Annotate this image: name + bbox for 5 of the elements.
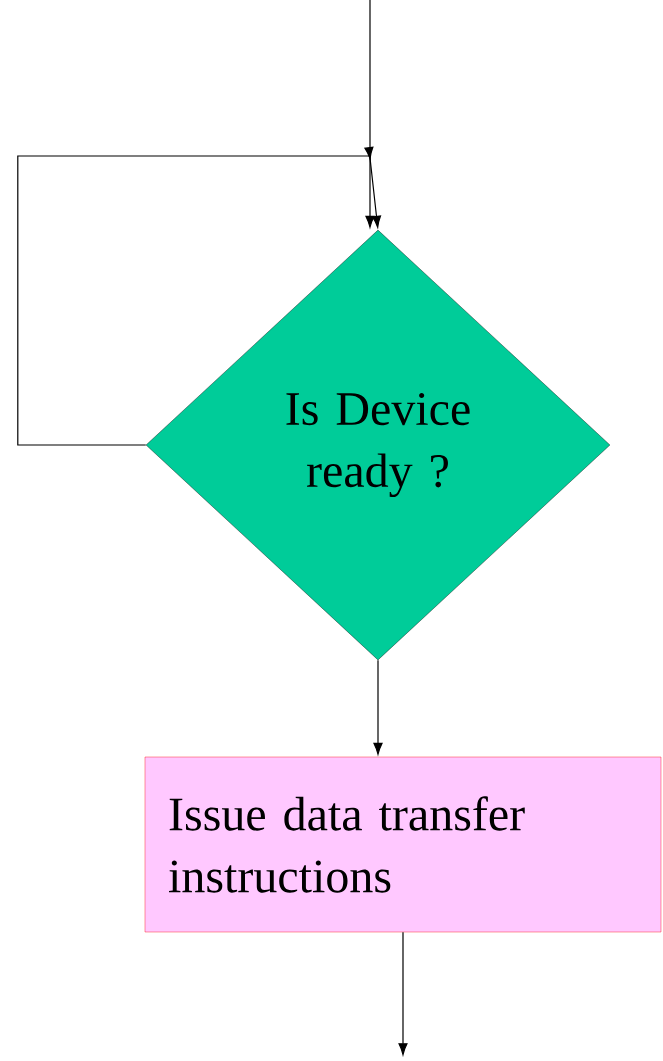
arrow	[373, 659, 383, 755]
arrow	[17, 146, 382, 446]
arrow	[365, 215, 375, 228]
arrow	[398, 931, 408, 1056]
process-box: Issue data transfer instructions	[144, 756, 662, 933]
